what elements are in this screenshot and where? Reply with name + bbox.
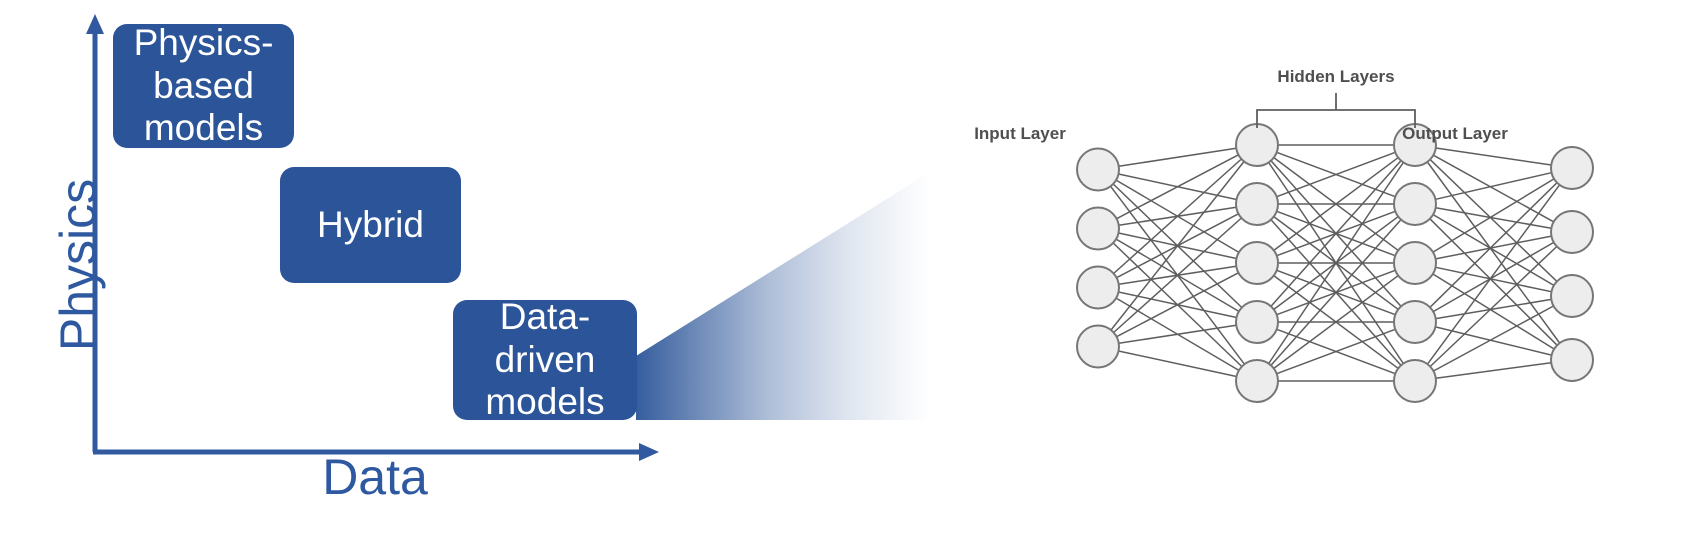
- neural-network-edge: [1116, 272, 1239, 338]
- neural-network-node: [1393, 182, 1437, 226]
- neural-network-edge: [1429, 182, 1558, 308]
- neural-network-node: [1235, 300, 1279, 344]
- neural-network-node: [1550, 338, 1594, 382]
- neural-network-edge: [1435, 206, 1552, 230]
- model-box-data-driven[interactable]: Data-driven models: [453, 296, 637, 422]
- neural-network-node: [1235, 123, 1279, 167]
- neural-network-node: [1393, 300, 1437, 344]
- neural-network-node: [1235, 182, 1279, 226]
- neural-network-node: [1076, 147, 1120, 192]
- hidden-layers-bracket: [1256, 93, 1416, 128]
- neural-network-edge: [1273, 274, 1399, 370]
- neural-network-edge: [1435, 326, 1552, 356]
- neural-network-node: [1076, 324, 1120, 369]
- neural-network-edge: [1429, 218, 1558, 346]
- neural-network-edge: [1435, 266, 1552, 293]
- x-axis-arrowhead: [639, 443, 659, 461]
- output-layer-label: Output Layer: [1402, 124, 1508, 143]
- model-box-physics-based[interactable]: Physics-based models: [113, 22, 294, 148]
- neural-network-edge: [1429, 159, 1558, 282]
- neural-network-node: [1076, 206, 1120, 251]
- neural-network-edge: [1432, 213, 1555, 287]
- neural-network-edge: [1433, 305, 1554, 372]
- neural-network-node: [1235, 359, 1279, 403]
- neural-network-edge: [1118, 324, 1237, 345]
- neural-network-edge: [1276, 151, 1396, 198]
- neural-network-edge: [1268, 162, 1404, 364]
- neural-network-edge: [1113, 217, 1242, 334]
- neural-network-edge: [1270, 219, 1402, 366]
- neural-network-nodes: [1076, 123, 1594, 403]
- neural-network-edges: [1110, 144, 1561, 382]
- neural-network-edge: [1110, 161, 1245, 331]
- neural-network-edge: [1426, 161, 1561, 344]
- neural-network-node: [1550, 210, 1594, 254]
- neural-network-edge: [1435, 298, 1552, 320]
- neural-network-edge: [1116, 154, 1239, 220]
- model-box-hybrid[interactable]: Hybrid: [280, 167, 461, 283]
- neural-network-edge: [1435, 147, 1552, 166]
- zoom-cone: [636, 172, 930, 420]
- neural-network-node: [1235, 241, 1279, 285]
- neural-network-node: [1550, 274, 1594, 318]
- neural-network-edge: [1270, 160, 1402, 307]
- neural-network-edge: [1426, 184, 1561, 365]
- neural-network-edge: [1432, 178, 1555, 253]
- neural-network-node: [1393, 241, 1437, 285]
- neural-network-edge: [1435, 235, 1552, 260]
- neural-network-edge: [1273, 156, 1399, 252]
- neural-network-edge: [1435, 362, 1552, 379]
- neural-network-edge: [1118, 147, 1237, 168]
- input-layer-label: Input Layer: [974, 124, 1066, 143]
- neural-network-edge: [1113, 158, 1242, 275]
- neural-network-edge: [1276, 328, 1396, 375]
- neural-network-edge: [1429, 245, 1558, 368]
- neural-network-edge: [1118, 350, 1237, 378]
- neural-network-edge: [1432, 273, 1555, 350]
- neural-network-edge: [1432, 241, 1555, 313]
- neural-network-node: [1550, 146, 1594, 190]
- neural-network-node: [1393, 359, 1437, 403]
- hidden-layers-label: Hidden Layers: [1277, 67, 1394, 86]
- neural-network-edge: [1433, 154, 1554, 223]
- x-axis-label: Data: [322, 449, 428, 505]
- neural-network-node: [1076, 265, 1120, 310]
- neural-network-edge: [1435, 171, 1552, 201]
- y-axis-arrowhead: [86, 14, 104, 34]
